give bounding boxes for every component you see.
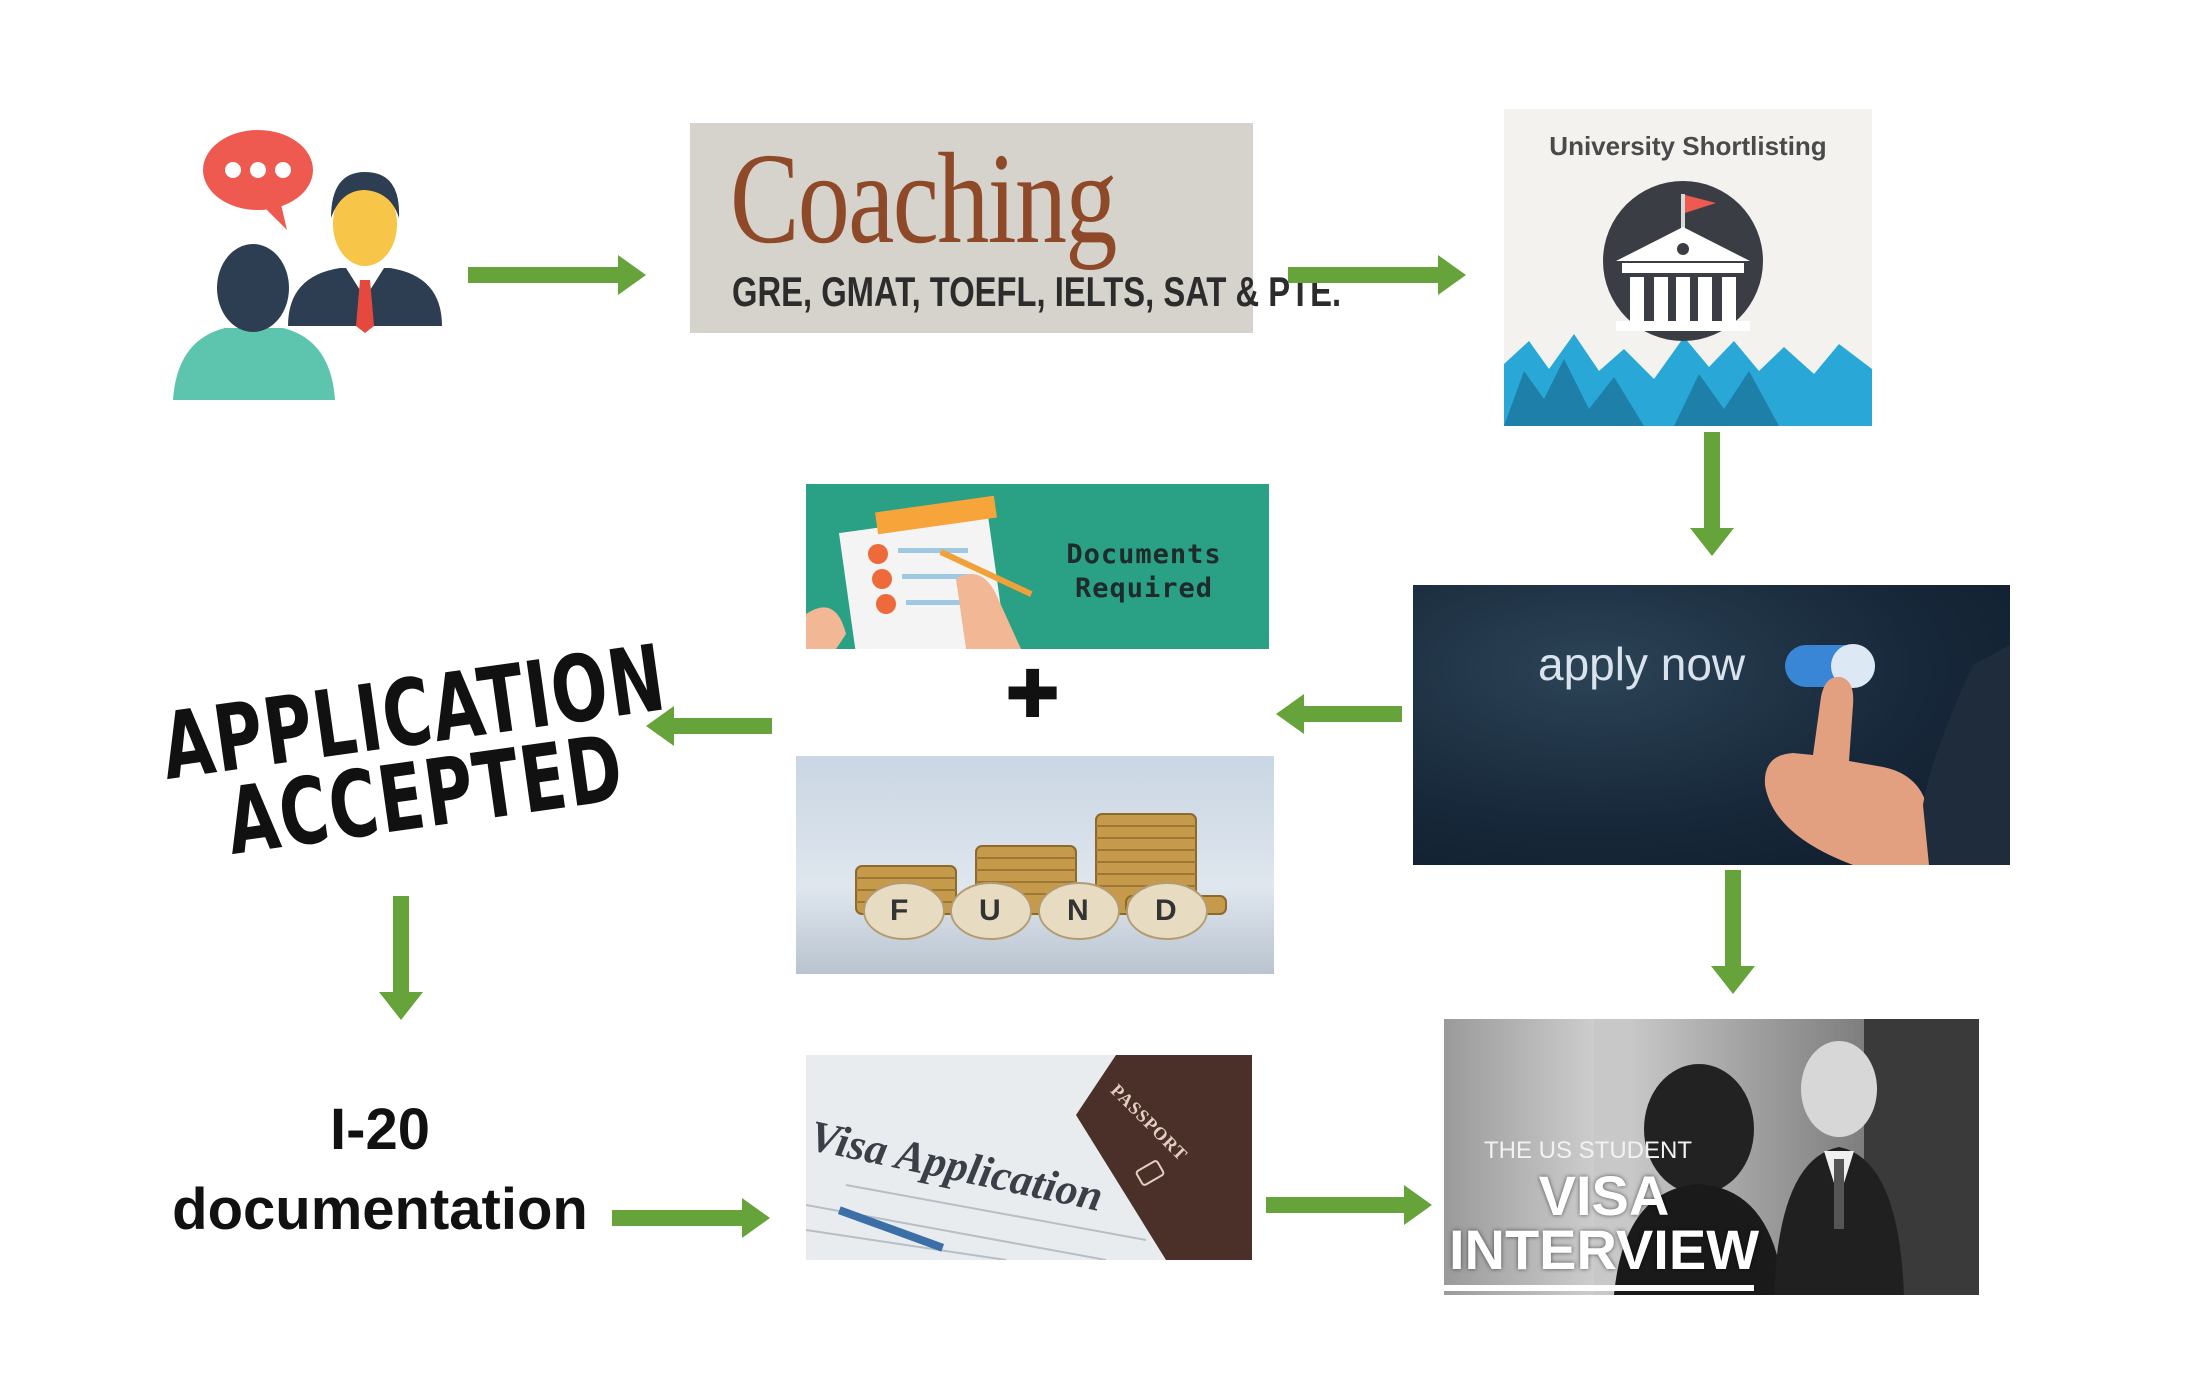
counselling-icon	[173, 130, 442, 400]
coaching-card: Coaching GRE, GMAT, TOEFL, IELTS, SAT & …	[690, 123, 1341, 333]
checklist-icon	[806, 495, 1033, 649]
apply-now-card: apply now	[1413, 585, 2010, 865]
arrow-right-3	[612, 1198, 770, 1238]
visa-application-card: Visa Application PASSPORT	[806, 1055, 1252, 1260]
university-building-icon	[1504, 181, 1872, 426]
arrow-right-1	[468, 255, 646, 295]
apply-now-label: apply now	[1538, 638, 1746, 690]
fund-letter-d: D	[1155, 894, 1177, 927]
university-label: University Shortlisting	[1549, 131, 1827, 161]
interview-line2: INTERVIEW	[1448, 1218, 1760, 1281]
i20-line2: documentation	[172, 1177, 588, 1242]
application-accepted-stamp: APPLICATION ACCEPTED	[150, 600, 672, 876]
fund-letter-f: F	[890, 894, 909, 927]
passport-icon	[1076, 1055, 1252, 1260]
coaching-tests: GRE, GMAT, TOEFL, IELTS, SAT & PTE.	[732, 268, 1342, 315]
coaching-title: Coaching	[730, 127, 1117, 271]
interview-line1: VISA	[1538, 1164, 1670, 1227]
arrow-down-1	[1690, 432, 1734, 556]
fund-card: F U N D	[796, 756, 1274, 974]
university-shortlisting-card: University Shortlisting	[1504, 109, 1872, 426]
arrow-down-2	[379, 896, 423, 1020]
toggle-switch-icon	[1785, 644, 1875, 688]
interview-title: VISA INTERVIEW	[1444, 1164, 1764, 1281]
documents-label: Documents Required	[1034, 538, 1254, 606]
visa-interview-card: THE US STUDENT VISA INTERVIEW	[1444, 1019, 1979, 1295]
arrow-right-4	[1266, 1185, 1432, 1225]
arrow-left-2	[646, 706, 772, 746]
arrow-right-2	[1288, 255, 1466, 295]
arrow-down-3	[1711, 870, 1755, 994]
arrow-left-1	[1276, 694, 1402, 734]
visa-form-lines	[806, 1184, 1147, 1260]
interview-scene	[1444, 1019, 1979, 1295]
documents-line2: Required	[1074, 573, 1214, 604]
interview-small-label: THE US STUDENT	[1484, 1137, 1693, 1164]
pointing-hand-icon	[1764, 645, 2010, 865]
fund-letter-n: N	[1067, 894, 1089, 927]
i20-line1: I-20	[330, 1097, 430, 1162]
fund-letter-u: U	[979, 894, 1001, 927]
documents-required-card: Documents Required	[806, 484, 1269, 649]
coin-stack-icon	[855, 813, 1227, 940]
i20-documentation: I-20 documentation	[140, 1090, 620, 1250]
plus-icon: ✚	[1005, 656, 1061, 733]
documents-line1: Documents	[1066, 539, 1222, 570]
